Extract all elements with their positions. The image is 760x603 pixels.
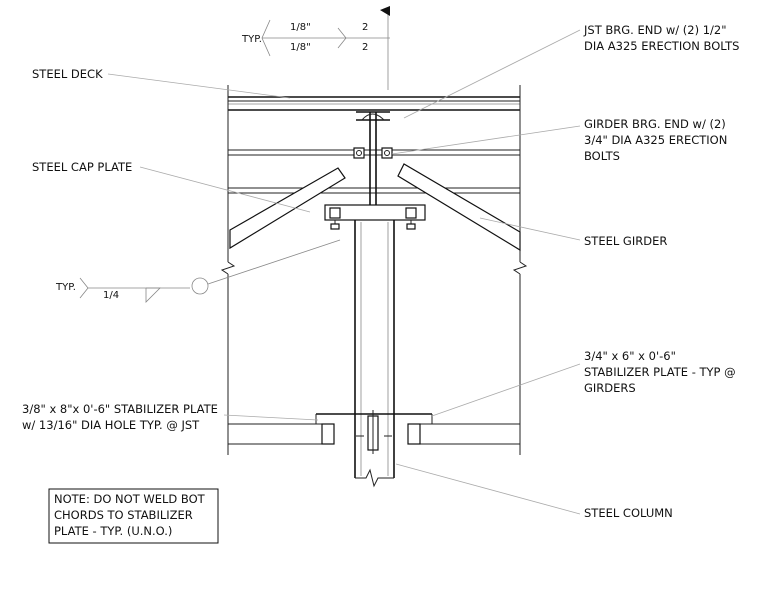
- weld-size-1: 1/8": [290, 22, 311, 33]
- weld-symbol-top: TYP. 1/8" 1/8" 2 2: [241, 6, 390, 90]
- callout-labels: STEEL DECK STEEL CAP PLATE JST BRG. END …: [22, 23, 739, 520]
- steel-deck: [228, 96, 520, 111]
- flag-icon: [380, 6, 390, 16]
- leader-lines: [107, 29, 581, 515]
- weld-symbol-left: TYP. 1/4: [55, 239, 341, 303]
- weld-size-2: 1/8": [290, 42, 311, 53]
- steel-cap-plate: [324, 204, 426, 230]
- label-stab-plate-right-line2: STABILIZER PLATE - TYP @: [584, 365, 736, 379]
- label-stab-plate-left-line1: 3/8" x 8"x 0'-6" STABILIZER PLATE: [22, 402, 218, 416]
- label-girder-brg-line3: BOLTS: [584, 149, 620, 163]
- joist-web-members: [229, 163, 521, 252]
- weld-length-1: 2: [362, 22, 368, 33]
- label-steel-deck: STEEL DECK: [32, 67, 103, 81]
- note-line1: NOTE: DO NOT WELD BOT: [54, 492, 206, 506]
- label-jst-brg-line1: JST BRG. END w/ (2) 1/2": [583, 23, 727, 37]
- weld-typ-label: TYP.: [241, 34, 262, 45]
- label-jst-brg-line2: DIA A325 ERECTION BOLTS: [584, 39, 739, 53]
- weld-length-2: 2: [362, 42, 368, 53]
- label-stab-plate-right-line1: 3/4" x 6" x 0'-6": [584, 349, 676, 363]
- weld-left-size: 1/4: [103, 290, 119, 301]
- weld-left-typ-label: TYP.: [55, 282, 76, 293]
- note-line3: PLATE - TYP. (U.N.O.): [54, 524, 172, 538]
- label-steel-column: STEEL COLUMN: [584, 506, 673, 520]
- note-box: NOTE: DO NOT WELD BOT CHORDS TO STABILIZ…: [48, 488, 219, 544]
- note-line2: CHORDS TO STABILIZER: [54, 508, 193, 522]
- steel-column: [354, 220, 395, 488]
- joist-top-chord: [356, 111, 390, 210]
- label-stab-plate-left-line2: w/ 13/16" DIA HOLE TYP. @ JST: [22, 418, 200, 432]
- label-stab-plate-right-line3: GIRDERS: [584, 381, 636, 395]
- label-steel-cap-plate: STEEL CAP PLATE: [32, 160, 132, 174]
- label-steel-girder: STEEL GIRDER: [584, 234, 667, 248]
- label-girder-brg-line2: 3/4" DIA A325 ERECTION: [584, 133, 727, 147]
- label-girder-brg-line1: GIRDER BRG. END w/ (2): [584, 117, 726, 131]
- erection-bolts: [353, 147, 393, 159]
- steel-girder: [220, 85, 528, 455]
- bottom-chords: [228, 410, 520, 454]
